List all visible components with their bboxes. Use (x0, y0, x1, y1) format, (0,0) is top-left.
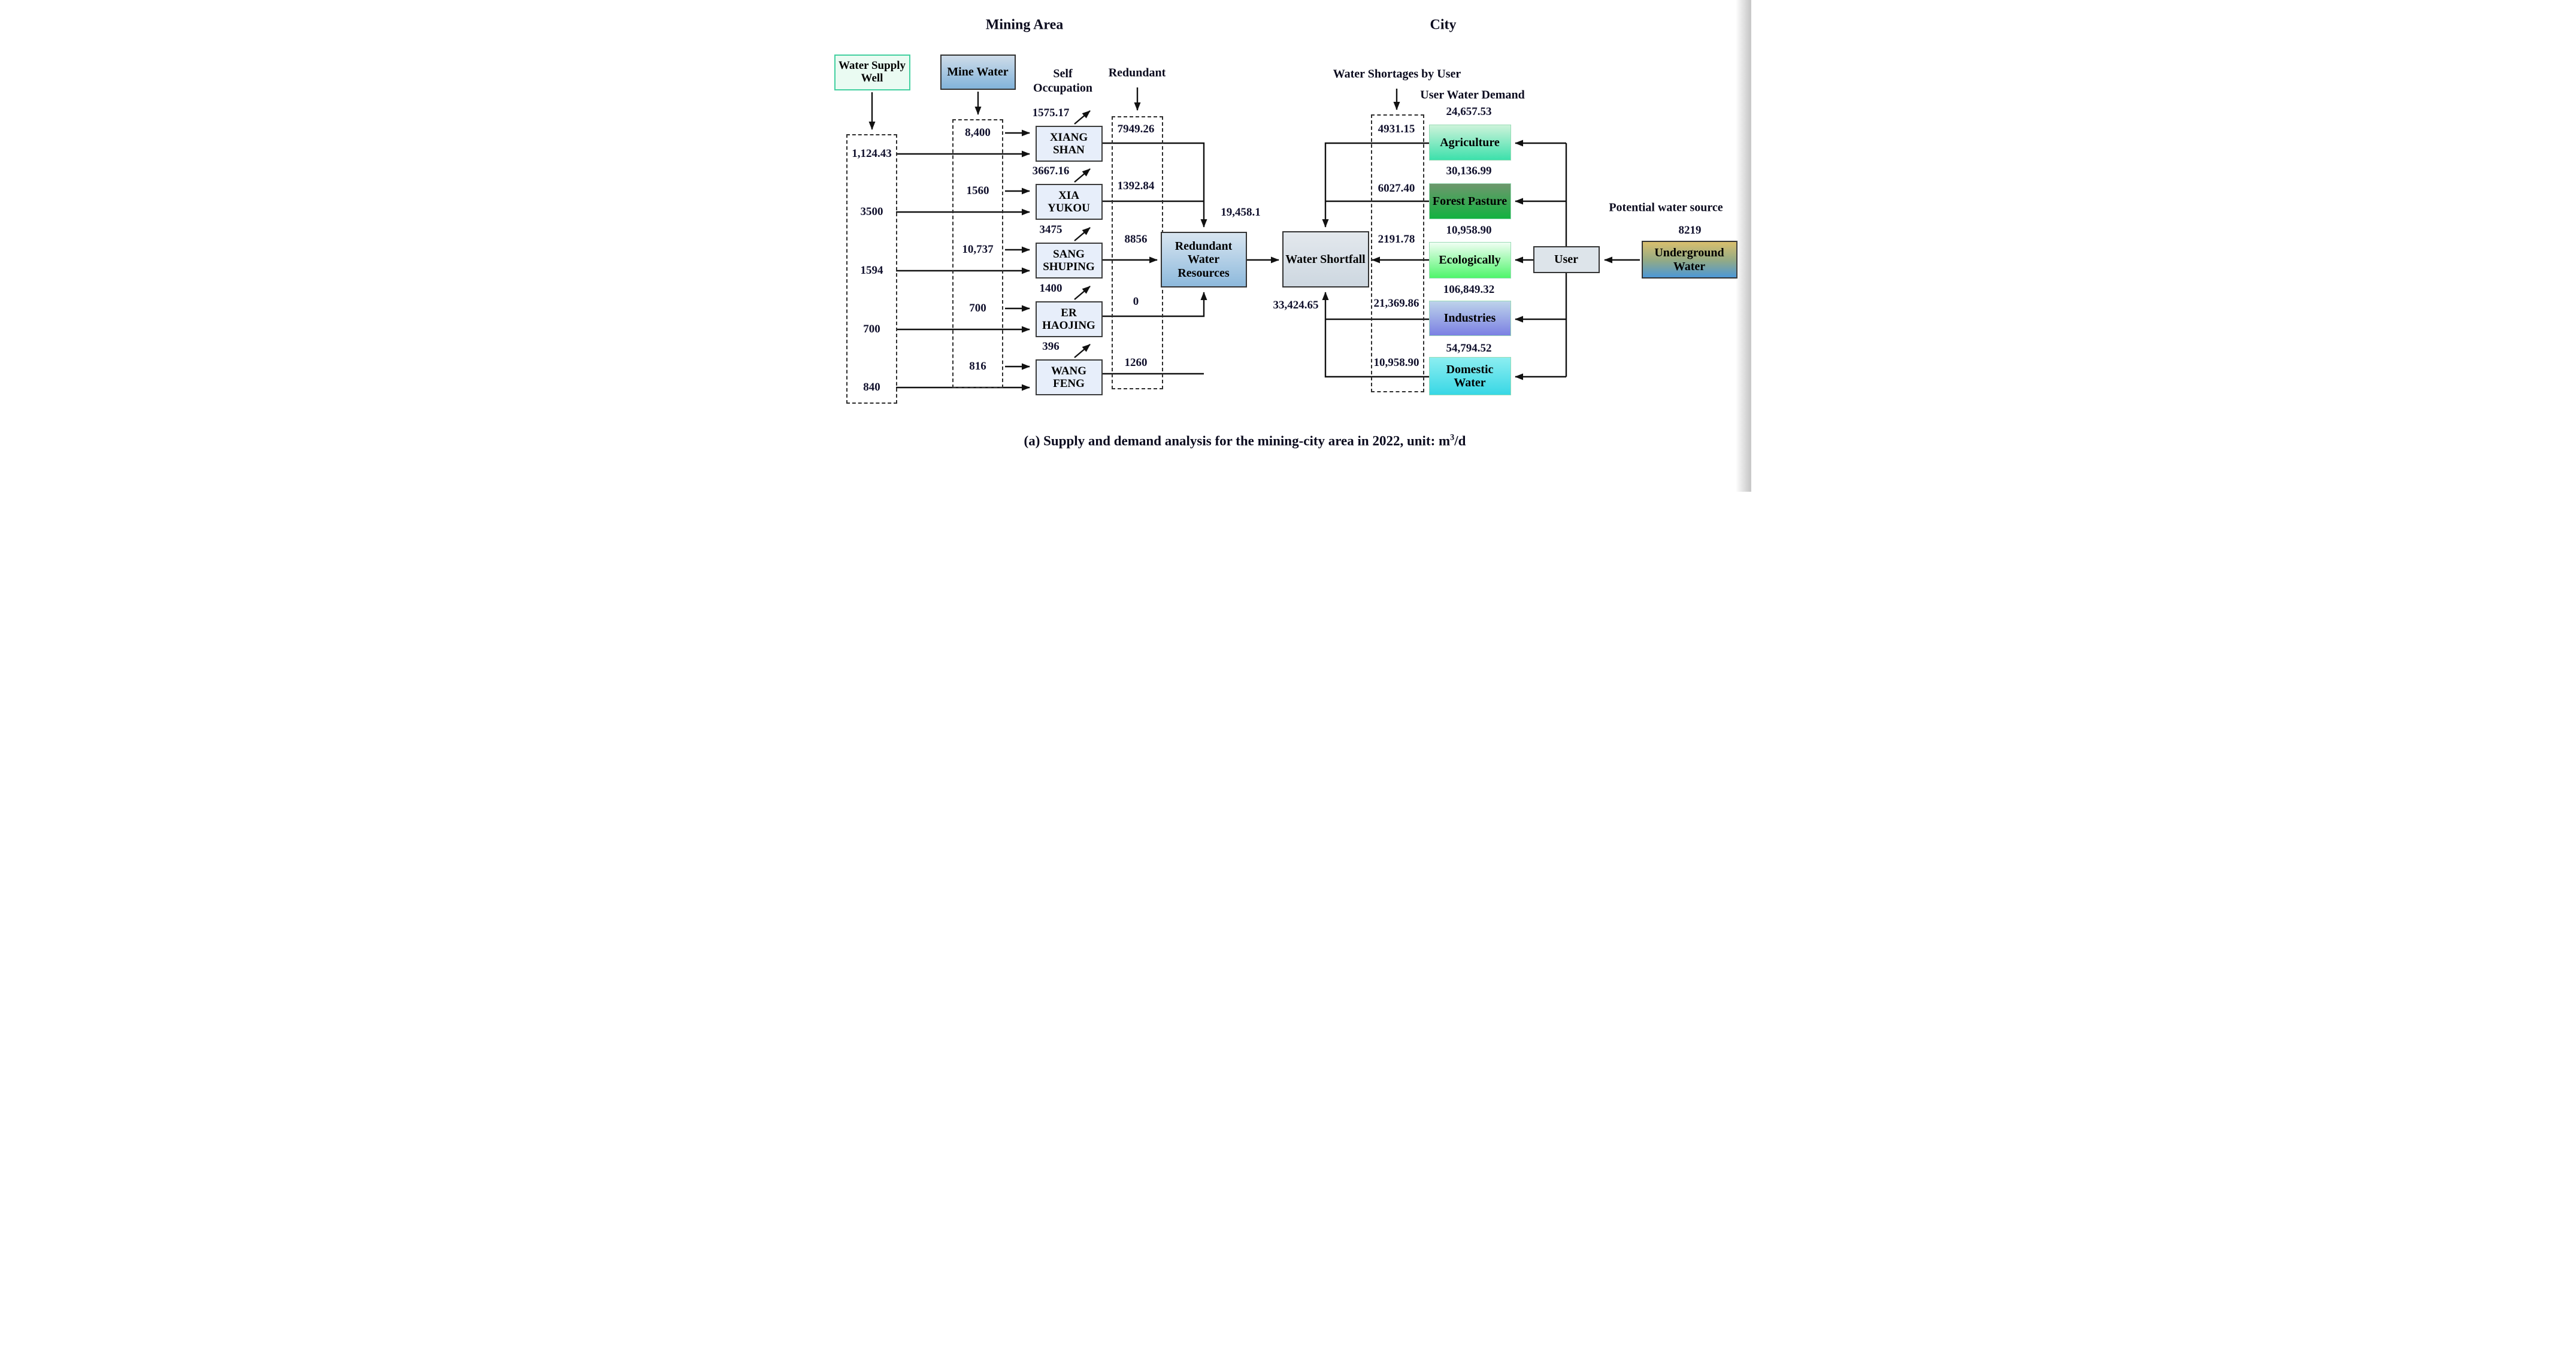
arrow-selfocc-wangfeng (1073, 344, 1091, 358)
mining-area-title: Mining Area (985, 17, 1064, 33)
water-shortfall-box: Water Shortfall (1282, 231, 1369, 287)
redundant-value: 7949.26 (1116, 123, 1156, 136)
self-occupation-value: 1400 (1039, 282, 1063, 295)
mine-box: ER HAOJING (1035, 301, 1103, 337)
water-supply-well-box: Water Supply Well (834, 55, 910, 90)
self-occupation-value: 3667.16 (1032, 165, 1070, 177)
page-edge-shading (1735, 0, 1751, 492)
mine-box: XIANG SHAN (1035, 126, 1103, 162)
shortfall-inflow-total: 33,424.65 (1272, 299, 1320, 312)
user-water-demand-label: User Water Demand (1420, 88, 1525, 102)
user-shortage-value: 2191.78 (1376, 233, 1416, 246)
underground-water-box: Underground Water (1641, 241, 1737, 279)
user-demand-value: 10,958.90 (1445, 224, 1493, 237)
arrow-selfocc-erhaojing (1073, 286, 1091, 300)
line-xiangshan-to-rwr (1102, 142, 1207, 228)
arrow-selfocc-xiangshan (1073, 110, 1091, 125)
line-agriculture-to-shortfall (1322, 142, 1429, 228)
well-supply-value: 3500 (859, 205, 885, 219)
mine-water-value: 8,400 (964, 126, 992, 140)
self-occupation-value: 3475 (1039, 223, 1063, 236)
arrow-selfocc-xiayukou (1073, 168, 1091, 183)
redundant-value: 1392.84 (1116, 180, 1156, 193)
user-demand-value: 54,794.52 (1445, 342, 1493, 355)
self-occupation-value: 396 (1042, 340, 1060, 353)
figure-caption: (a) Supply and demand analysis for the m… (1024, 433, 1466, 449)
line-erhaojing-to-rwr (1102, 292, 1207, 317)
mine-water-dashed-column (952, 119, 1003, 388)
user-shortage-value: 4931.15 (1376, 123, 1416, 136)
mine-box: WANG FENG (1035, 359, 1103, 395)
well-supply-value: 840 (862, 381, 882, 394)
mine-water-value: 700 (968, 302, 988, 315)
user-demand-value: 24,657.53 (1445, 105, 1493, 119)
diagram-canvas: Mining Area City Water Supply Well Mine … (825, 0, 1751, 492)
user-category-box: Domestic Water (1428, 357, 1511, 395)
user-category-box: Agriculture (1428, 125, 1511, 161)
user-demand-value: 106,849.32 (1442, 283, 1496, 296)
redundant-value: 0 (1131, 295, 1140, 308)
self-occupation-label: Self Occupation (1033, 67, 1092, 95)
water-shortages-by-user-label: Water Shortages by User (1333, 67, 1461, 81)
well-supply-value: 700 (862, 323, 882, 336)
underground-water-amount: 8219 (1677, 224, 1703, 237)
self-occupation-value: 1575.17 (1032, 107, 1070, 119)
redundant-inflow-total: 19,458.1 (1219, 206, 1262, 219)
user-box: User (1533, 246, 1600, 273)
redundant-value: 1260 (1123, 356, 1149, 370)
caption-text: (a) Supply and demand analysis for the m… (1024, 433, 1451, 449)
well-supply-value: 1,124.43 (850, 147, 893, 161)
redundant-water-resources-box: Redundant Water Resources (1160, 232, 1247, 287)
user-category-box: Forest Pasture (1428, 183, 1511, 219)
mine-box: SANG SHUPING (1035, 243, 1103, 279)
potential-water-source-label: Potential water source (1609, 201, 1723, 214)
caption-superscript: 3 (1450, 432, 1455, 443)
shortages-dashed-column (1370, 114, 1424, 392)
mine-water-value: 1560 (965, 184, 991, 198)
mine-water-box: Mine Water (940, 55, 1016, 90)
redundant-dashed-column (1111, 116, 1163, 389)
user-category-box: Ecologically (1428, 242, 1511, 279)
user-demand-value: 30,136.99 (1445, 165, 1493, 178)
mine-water-value: 816 (968, 360, 988, 373)
mine-water-value: 10,737 (961, 243, 995, 256)
user-shortage-value: 21,369.86 (1372, 297, 1421, 310)
user-category-box: Industries (1428, 301, 1511, 336)
user-shortage-value: 6027.40 (1376, 182, 1416, 195)
arrow-selfocc-sangshuping (1073, 227, 1091, 241)
well-supply-dashed-column (846, 134, 897, 404)
redundant-label: Redundant (1108, 66, 1166, 80)
mine-box: XIA YUKOU (1035, 184, 1103, 220)
city-title: City (1430, 17, 1457, 33)
line-domestic-to-shortfall (1322, 292, 1429, 378)
user-shortage-value: 10,958.90 (1372, 356, 1421, 370)
well-supply-value: 1594 (859, 264, 885, 277)
redundant-value: 8856 (1123, 233, 1149, 246)
caption-suffix: /d (1454, 433, 1466, 449)
